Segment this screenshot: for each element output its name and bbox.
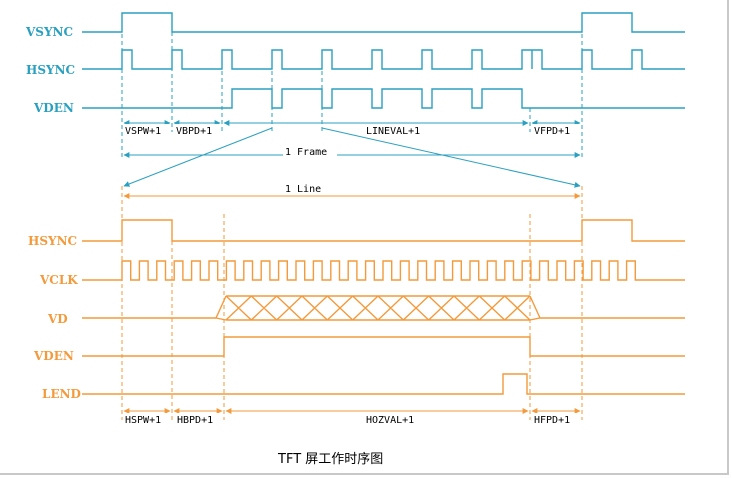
bottom-interval-labels: HSPW+1 HBPD+1 HOZVAL+1 HFPD+1	[125, 413, 579, 426]
label-1-frame: 1 Frame	[285, 147, 327, 158]
label-vd: VD	[47, 312, 68, 326]
top-signal-labels: VSYNC HSYNC VDEN	[25, 25, 75, 115]
label-vsync: VSYNC	[25, 25, 73, 39]
label-1-line: 1 Line	[285, 184, 321, 195]
bottom-waveforms	[82, 219, 685, 395]
diagram-caption: TFT 屏工作时序图	[277, 452, 383, 467]
label-lend: LEND	[42, 387, 81, 401]
label-hfpd: HFPD+1	[534, 415, 570, 426]
label-hbpd: HBPD+1	[177, 415, 213, 426]
label-vbpd: VBPD+1	[176, 126, 212, 137]
label-lineval: LINEVAL+1	[366, 126, 420, 137]
label-hspw: HSPW+1	[125, 415, 161, 426]
bottom-guides	[121, 186, 583, 420]
label-hsync-top: HSYNC	[26, 63, 75, 77]
label-vspw: VSPW+1	[125, 126, 161, 137]
label-hozval: HOZVAL+1	[366, 415, 414, 426]
zoom-connectors	[123, 127, 581, 188]
bottom-signal-labels: HSYNC VCLK VD VDEN LEND	[28, 234, 81, 401]
label-vfpd: VFPD+1	[534, 126, 570, 137]
label-hsync-bottom: HSYNC	[28, 234, 77, 248]
vden-bottom-waveform	[82, 336, 685, 357]
top-interval-labels: VSPW+1 VBPD+1 LINEVAL+1 VFPD+1 1 Frame	[125, 124, 579, 158]
label-vden-bottom: VDEN	[33, 349, 74, 363]
top-guides	[121, 13, 583, 160]
hsync-bottom-waveform	[82, 219, 685, 242]
hsync-top-waveform	[82, 49, 685, 70]
lend-waveform	[82, 373, 685, 395]
vden-top-waveform	[82, 88, 685, 109]
vsync-waveform	[82, 12, 685, 33]
label-vden-top: VDEN	[33, 101, 74, 115]
vclk-waveform	[82, 260, 685, 281]
label-vclk: VCLK	[39, 273, 78, 287]
top-interval-arrows	[123, 120, 581, 158]
